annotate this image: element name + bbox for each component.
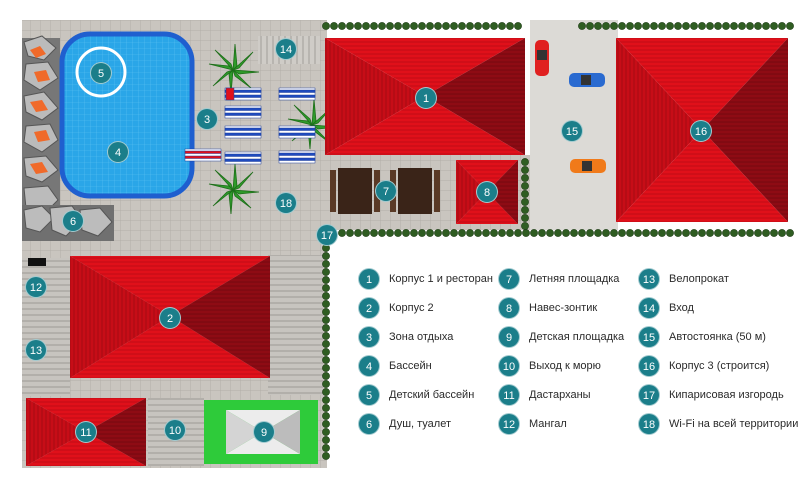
legend-badge: 7	[498, 268, 520, 290]
legend-item-16: 16 Корпус 3 (строится)	[638, 355, 769, 377]
legend-item-4: 4 Бассейн	[358, 355, 432, 377]
legend-item-8: 8 Навес-зонтик	[498, 297, 597, 319]
marker-9[interactable]: 9	[253, 421, 275, 443]
marker-5[interactable]: 5	[90, 62, 112, 84]
marker-14[interactable]: 14	[275, 38, 297, 60]
legend-label: Кипарисовая изгородь	[669, 389, 784, 401]
legend-label: Корпус 1 и ресторан	[389, 273, 493, 285]
legend-item-9: 9 Детская площадка	[498, 326, 624, 348]
marker-10[interactable]: 10	[164, 419, 186, 441]
legend-badge: 18	[638, 413, 660, 435]
legend-item-18: 18 Wi-Fi на всей территории	[638, 413, 798, 435]
legend-badge: 9	[498, 326, 520, 348]
legend-badge: 2	[358, 297, 380, 319]
marker-16[interactable]: 16	[690, 120, 712, 142]
legend-item-7: 7 Летняя площадка	[498, 268, 619, 290]
legend-item-2: 2 Корпус 2	[358, 297, 434, 319]
legend-label: Wi-Fi на всей территории	[669, 418, 799, 430]
legend-item-5: 5 Детский бассейн	[358, 384, 474, 406]
marker-17[interactable]: 17	[316, 224, 338, 246]
legend-label: Велопрокат	[669, 273, 729, 285]
legend-label: Душ, туалет	[389, 418, 451, 430]
marker-18[interactable]: 18	[275, 192, 297, 214]
marker-4[interactable]: 4	[107, 141, 129, 163]
legend-label: Навес-зонтик	[529, 302, 598, 314]
legend-item-3: 3 Зона отдыха	[358, 326, 453, 348]
legend-badge: 17	[638, 384, 660, 406]
legend-badge: 13	[638, 268, 660, 290]
legend-label: Вход	[669, 302, 694, 314]
legend-item-17: 17 Кипарисовая изгородь	[638, 384, 784, 406]
kids-pool-ring	[75, 46, 127, 98]
legend-item-10: 10 Выход к морю	[498, 355, 601, 377]
legend-label: Выход к морю	[529, 360, 601, 372]
building-3-roof	[616, 38, 788, 222]
legend-label: Корпус 3 (строится)	[669, 360, 770, 372]
legend-item-15: 15 Автостоянка (50 м)	[638, 326, 766, 348]
legend-item-11: 11 Дастарханы	[498, 384, 591, 406]
legend-badge: 4	[358, 355, 380, 377]
legend-label: Детский бассейн	[389, 389, 475, 401]
legend-badge: 12	[498, 413, 520, 435]
parked-cars	[535, 40, 606, 173]
legend-label: Бассейн	[389, 360, 432, 372]
legend-item-6: 6 Душ, туалет	[358, 413, 451, 435]
legend-badge: 11	[498, 384, 520, 406]
legend-item-1: 1 Корпус 1 и ресторан	[358, 268, 493, 290]
marker-7[interactable]: 7	[375, 180, 397, 202]
legend-badge: 16	[638, 355, 660, 377]
marker-2[interactable]: 2	[159, 307, 181, 329]
legend-badge: 1	[358, 268, 380, 290]
legend-item-12: 12 Мангал	[498, 413, 567, 435]
legend-label: Автостоянка (50 м)	[669, 331, 766, 343]
legend-item-13: 13 Велопрокат	[638, 268, 729, 290]
legend-label: Летняя площадка	[529, 273, 620, 285]
legend-label: Мангал	[529, 418, 567, 430]
legend-badge: 10	[498, 355, 520, 377]
legend-badge: 6	[358, 413, 380, 435]
building-2-roof	[70, 256, 270, 378]
sun-loungers	[184, 87, 316, 165]
marker-12[interactable]: 12	[25, 276, 47, 298]
legend-label: Дастарханы	[529, 389, 591, 401]
legend-label: Зона отдыха	[389, 331, 454, 343]
walkway-right	[268, 255, 323, 395]
legend-badge: 15	[638, 326, 660, 348]
dastarkhan-roof	[26, 398, 146, 466]
legend-item-14: 14 Вход	[638, 297, 694, 319]
marker-3[interactable]: 3	[196, 108, 218, 130]
legend-badge: 3	[358, 326, 380, 348]
building-1-roof	[325, 38, 525, 155]
marker-11[interactable]: 11	[75, 421, 97, 443]
marker-13[interactable]: 13	[25, 339, 47, 361]
rock-border	[22, 35, 114, 241]
legend-badge: 14	[638, 297, 660, 319]
marker-1[interactable]: 1	[415, 87, 437, 109]
legend-badge: 8	[498, 297, 520, 319]
grill	[28, 258, 46, 266]
legend-label: Корпус 2	[389, 302, 434, 314]
marker-15[interactable]: 15	[561, 120, 583, 142]
marker-6[interactable]: 6	[62, 210, 84, 232]
legend-badge: 5	[358, 384, 380, 406]
legend-label: Детская площадка	[529, 331, 625, 343]
gazebo-roof	[456, 160, 518, 224]
cypress-hedge	[322, 22, 794, 460]
marker-8[interactable]: 8	[476, 181, 498, 203]
